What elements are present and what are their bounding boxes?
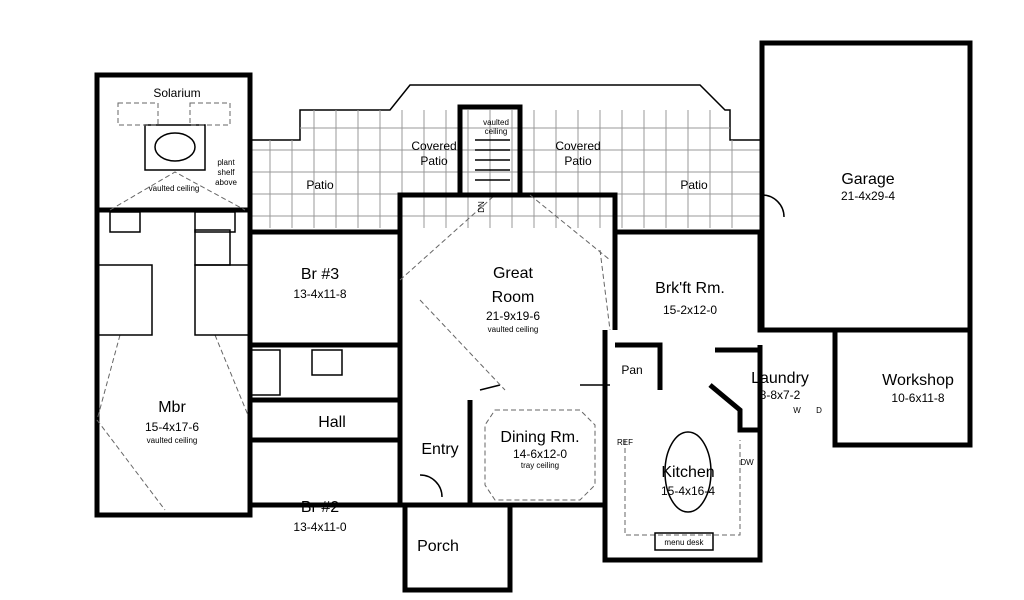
solarium-label: Solarium [153, 86, 200, 100]
dishwasher-label: DW [740, 458, 754, 467]
kitchen-table [664, 431, 712, 513]
plant-shelf-note: plant [217, 158, 235, 167]
br3-label: Br #3 [301, 266, 339, 283]
garage-walls [759, 40, 973, 333]
dining-note: tray ceiling [521, 461, 559, 470]
plant-shelf-note: shelf [218, 168, 236, 177]
hall-label: Hall [318, 414, 346, 431]
kitchen-dims: 15-4x16-4 [661, 484, 715, 498]
great-room-note: vaulted ceiling [488, 325, 539, 334]
mbr-note: vaulted ceiling [147, 436, 198, 445]
tray-ceiling [484, 409, 596, 501]
brkft-label: Brk'ft Rm. [655, 280, 725, 297]
kitchen-label: Kitchen [661, 464, 714, 481]
workshop-dims: 10-6x11-8 [891, 391, 944, 405]
mbr-dims: 15-4x17-6 [145, 420, 199, 434]
great-room-label: Great [493, 265, 534, 282]
solarium-note: vaulted ceiling [149, 184, 200, 193]
tub [144, 124, 206, 171]
dryer-label: D [816, 406, 822, 415]
workshop-label: Workshop [882, 372, 954, 389]
garage-label: Garage [841, 171, 894, 188]
washer-label: W [793, 406, 801, 415]
dining-label: Dining Rm. [500, 429, 579, 446]
covered-patio-label: Covered [411, 139, 456, 153]
pantry-label: Pan [621, 363, 642, 377]
covered-patio-label: Covered [555, 139, 600, 153]
garage-dims: 21-4x29-4 [841, 189, 895, 203]
stair-note: vaulted [483, 118, 509, 127]
br2-label: Br #2 [301, 499, 339, 516]
stair-down-label: DN [477, 201, 486, 213]
br3-dims: 13-4x11-8 [293, 287, 346, 301]
master-wing-walls [94, 72, 253, 518]
porch-label: Porch [417, 538, 459, 555]
patio-label: Patio [306, 178, 334, 192]
room-labels: Solarium vaulted ceiling plant shelf abo… [145, 86, 954, 555]
great-room-dims: 21-9x19-6 [486, 309, 540, 323]
laundry-label: Laundry [751, 370, 809, 387]
refrigerator-label: REF [617, 438, 633, 447]
garage-door-swing[interactable] [761, 194, 785, 218]
patio-label: Patio [680, 178, 708, 192]
stair-walls [457, 104, 523, 198]
dining-dims: 14-6x12-0 [513, 447, 567, 461]
stair-note: ceiling [485, 127, 508, 136]
plant-shelf-note: above [215, 178, 237, 187]
great-room-label: Room [492, 289, 535, 306]
porch-walls [402, 502, 513, 593]
mbr-label: Mbr [158, 399, 186, 416]
menu-desk [654, 532, 714, 551]
covered-patio-label: Patio [564, 154, 592, 168]
entry-label: Entry [421, 441, 458, 458]
menu-desk-label: menu desk [664, 538, 704, 547]
laundry-dims: 8-8x7-2 [760, 388, 801, 402]
br2-dims: 13-4x11-0 [293, 520, 346, 534]
entry-door[interactable] [419, 474, 443, 498]
brkft-dims: 15-2x12-0 [663, 303, 717, 317]
covered-patio-label: Patio [420, 154, 448, 168]
patio-paving [250, 84, 762, 228]
